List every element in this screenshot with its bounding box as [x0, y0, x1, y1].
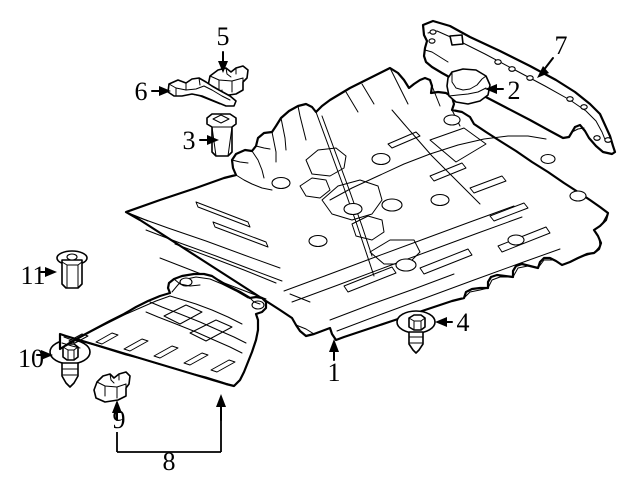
leader-4 [435, 317, 453, 327]
part-flat-head-screw-upper[interactable] [49, 339, 91, 388]
leader-2 [485, 84, 504, 94]
leader-8 [117, 394, 226, 453]
leader-7 [537, 57, 554, 78]
callout-label-11: 11 [20, 261, 45, 290]
part-oval-cap-grommet[interactable] [446, 68, 491, 105]
part-lower-skid-plate[interactable] [58, 272, 268, 388]
part-cylindrical-bushing-spacer[interactable] [206, 113, 237, 157]
callout-label-8: 8 [163, 447, 176, 476]
callout-label-3: 3 [183, 126, 196, 155]
leader-1 [329, 339, 339, 361]
part-u-clip-upper[interactable] [207, 65, 249, 97]
callout-label-4: 4 [457, 308, 470, 337]
callout-label-10: 10 [18, 344, 44, 373]
part-stepped-bushing-sleeve[interactable] [56, 250, 88, 289]
callout-label-5: 5 [217, 22, 230, 51]
part-cross-brace-tie-bar[interactable] [421, 19, 617, 156]
leader-10 [36, 350, 53, 360]
part-u-clip-lower[interactable] [93, 371, 131, 403]
callout-label-9: 9 [113, 405, 126, 434]
leader-5 [218, 51, 228, 73]
leader-11 [40, 267, 57, 277]
callout-label-2: 2 [508, 76, 521, 105]
callout-label-1: 1 [328, 358, 341, 387]
part-main-splash-shield-panel[interactable] [124, 66, 610, 342]
part-flat-head-screw-lower[interactable] [396, 310, 436, 354]
callout-label-6: 6 [135, 77, 148, 106]
callout-label-7: 7 [555, 31, 568, 60]
leader-3 [199, 135, 219, 145]
part-flat-retainer-bracket[interactable] [167, 77, 237, 107]
leader-9 [112, 400, 122, 452]
leader-6 [151, 86, 171, 96]
